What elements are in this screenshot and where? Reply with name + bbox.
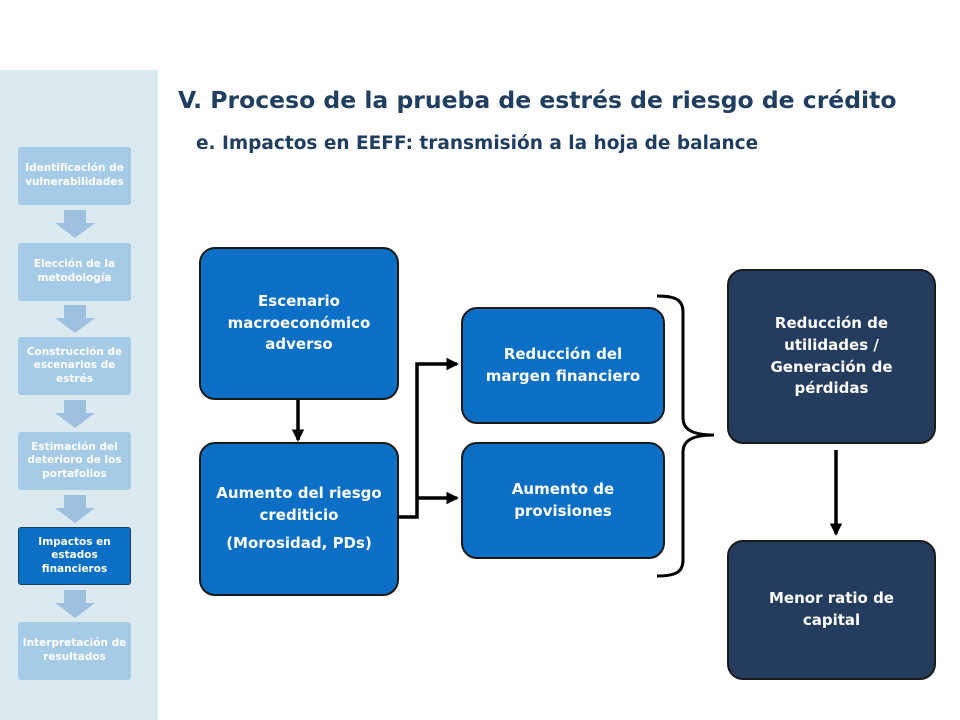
box-label: Escenario macroeconómico adverso <box>227 291 371 354</box>
box-label: Reducción del margen financiero <box>485 344 641 385</box>
step-estimacion[interactable]: Estimación del deterioro de los portafol… <box>18 432 131 490</box>
step-impactos[interactable]: Impactos en estados financieros <box>18 527 131 585</box>
step-arrow-icon <box>55 305 95 333</box>
step-label: Estimación del deterioro de los portafol… <box>27 440 122 480</box>
step-label: Identificación de vulnerabilidades <box>25 162 124 188</box>
box-reduccion-margen: Reducción del margen financiero <box>461 307 665 424</box>
box-label: Menor ratio de capital <box>769 589 894 629</box>
box-aumento-provisiones: Aumento de provisiones <box>461 442 665 559</box>
step-label: Elección de la metodología <box>33 258 116 284</box>
arrow-riesgo-to-margen <box>399 357 459 519</box>
box-escenario-adverso: Escenario macroeconómico adverso <box>199 247 399 400</box>
box-label: Aumento de provisiones <box>511 479 615 520</box>
box-note: (Morosidad, PDs) <box>226 533 372 552</box>
step-eleccion[interactable]: Elección de la metodología <box>18 243 131 301</box>
step-arrow-icon <box>55 495 95 523</box>
step-arrow-icon <box>55 400 95 428</box>
step-construccion[interactable]: Construcción de escenarios de estrés <box>18 337 131 395</box>
step-label: Impactos en estados financieros <box>38 535 111 575</box>
step-identificacion[interactable]: Identificación de vulnerabilidades <box>18 147 131 205</box>
box-menor-ratio: Menor ratio de capital <box>727 540 936 680</box>
sidebar-step-arrows <box>55 210 95 618</box>
step-interpretacion[interactable]: Interpretación de resultados <box>18 622 131 680</box>
step-arrow-icon <box>55 590 95 618</box>
page-subtitle: e. Impactos en EEFF: transmisión a la ho… <box>196 133 759 154</box>
box-aumento-riesgo: Aumento del riesgo crediticio (Morosidad… <box>199 442 399 596</box>
step-label: Interpretación de resultados <box>22 637 127 663</box>
process-sidebar: Identificación de vulnerabilidades Elecc… <box>0 70 158 720</box>
step-label: Construcción de escenarios de estrés <box>26 345 123 385</box>
box-label: Aumento del riesgo crediticio <box>216 484 382 525</box>
box-reduccion-utilidades: Reducción de utilidades / Generación de … <box>727 269 936 444</box>
step-arrow-icon <box>55 210 95 238</box>
grouping-bracket <box>656 294 715 578</box>
box-label: Reducción de utilidades / Generación de … <box>770 314 893 398</box>
page-title: V. Proceso de la prueba de estrés de rie… <box>178 86 897 114</box>
